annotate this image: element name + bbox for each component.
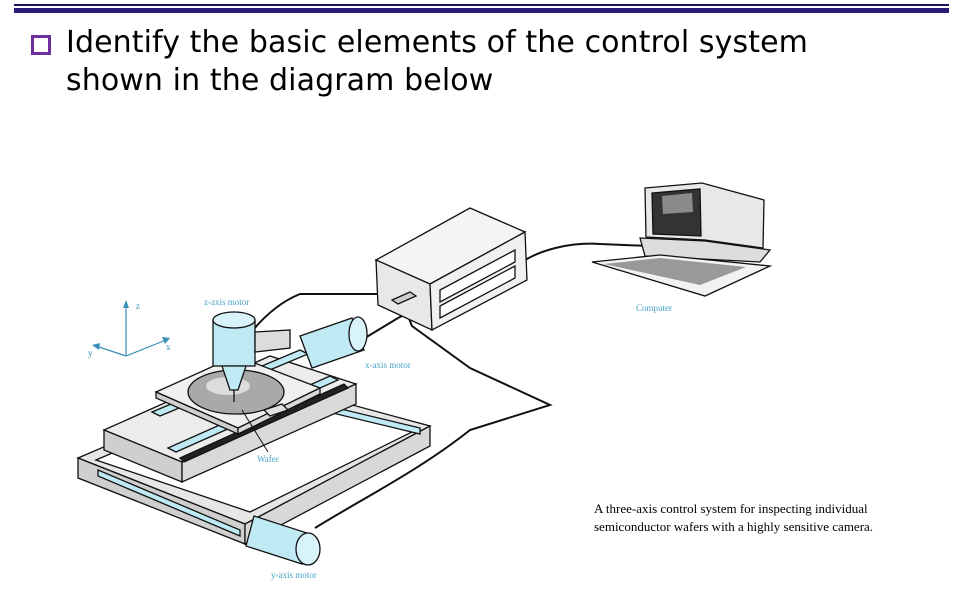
z-motor-cable bbox=[252, 293, 393, 331]
x-axis-line bbox=[125, 339, 167, 357]
y-motor-label: y-axis motor bbox=[271, 570, 317, 580]
caption-line-2: semiconductor wafers with a highly sensi… bbox=[594, 519, 874, 534]
z-axis-motor bbox=[212, 311, 291, 402]
z-arrow-icon bbox=[123, 300, 129, 308]
header-rule-thick bbox=[14, 8, 949, 13]
base-front-right bbox=[244, 424, 431, 546]
controller-connector bbox=[390, 291, 418, 305]
three-axis-control-diagram: z x y Computer bbox=[76, 182, 773, 580]
axis-z-label: z bbox=[136, 301, 140, 311]
z-motor-top bbox=[212, 311, 256, 329]
axis-y-label: y bbox=[88, 348, 93, 358]
y-axis-motor bbox=[245, 515, 321, 566]
heading-line-2: shown in the diagram below bbox=[66, 63, 494, 98]
figure-caption: A three-axis control system for inspecti… bbox=[594, 500, 934, 536]
keyboard-keys bbox=[604, 258, 746, 285]
x-arrow-icon bbox=[162, 337, 170, 344]
y-arrow-icon bbox=[92, 343, 100, 350]
y-motor-cable bbox=[314, 315, 553, 529]
z-motor-mount bbox=[254, 329, 291, 353]
wafer-label: Wafer bbox=[257, 454, 279, 464]
wafer-clamp bbox=[262, 403, 290, 417]
x-motor-body bbox=[299, 317, 365, 369]
x-axis-motor bbox=[299, 316, 368, 369]
y-axis-line bbox=[95, 345, 127, 357]
controller-unit bbox=[374, 207, 528, 332]
y-motor-body bbox=[245, 515, 311, 565]
slide-heading: Identify the basic elements of the contr… bbox=[66, 24, 946, 100]
camera-lens bbox=[221, 365, 247, 391]
axis-x-label: x bbox=[166, 342, 171, 352]
y-motor-end bbox=[295, 532, 321, 566]
caption-line-1: A three-axis control system for inspecti… bbox=[594, 501, 868, 516]
screen-glare bbox=[662, 193, 693, 214]
wafer-leader-line bbox=[241, 409, 269, 453]
x-motor-end bbox=[348, 316, 368, 352]
computer bbox=[591, 182, 773, 297]
y-rail-front bbox=[97, 469, 241, 537]
checkbox-bullet-icon bbox=[31, 35, 51, 55]
axes-indicator bbox=[92, 300, 170, 357]
controller-slot-lower bbox=[439, 264, 516, 320]
heading-line-1: Identify the basic elements of the contr… bbox=[66, 25, 808, 60]
computer-cable bbox=[521, 242, 651, 263]
controller-slot-upper bbox=[439, 248, 516, 304]
header-rule-thin bbox=[14, 4, 949, 6]
z-motor-label: z-axis motor bbox=[204, 297, 249, 307]
x-motor-label: x-axis motor bbox=[365, 360, 411, 370]
y-axis-stage bbox=[76, 379, 432, 546]
computer-label: Computer bbox=[636, 303, 672, 313]
